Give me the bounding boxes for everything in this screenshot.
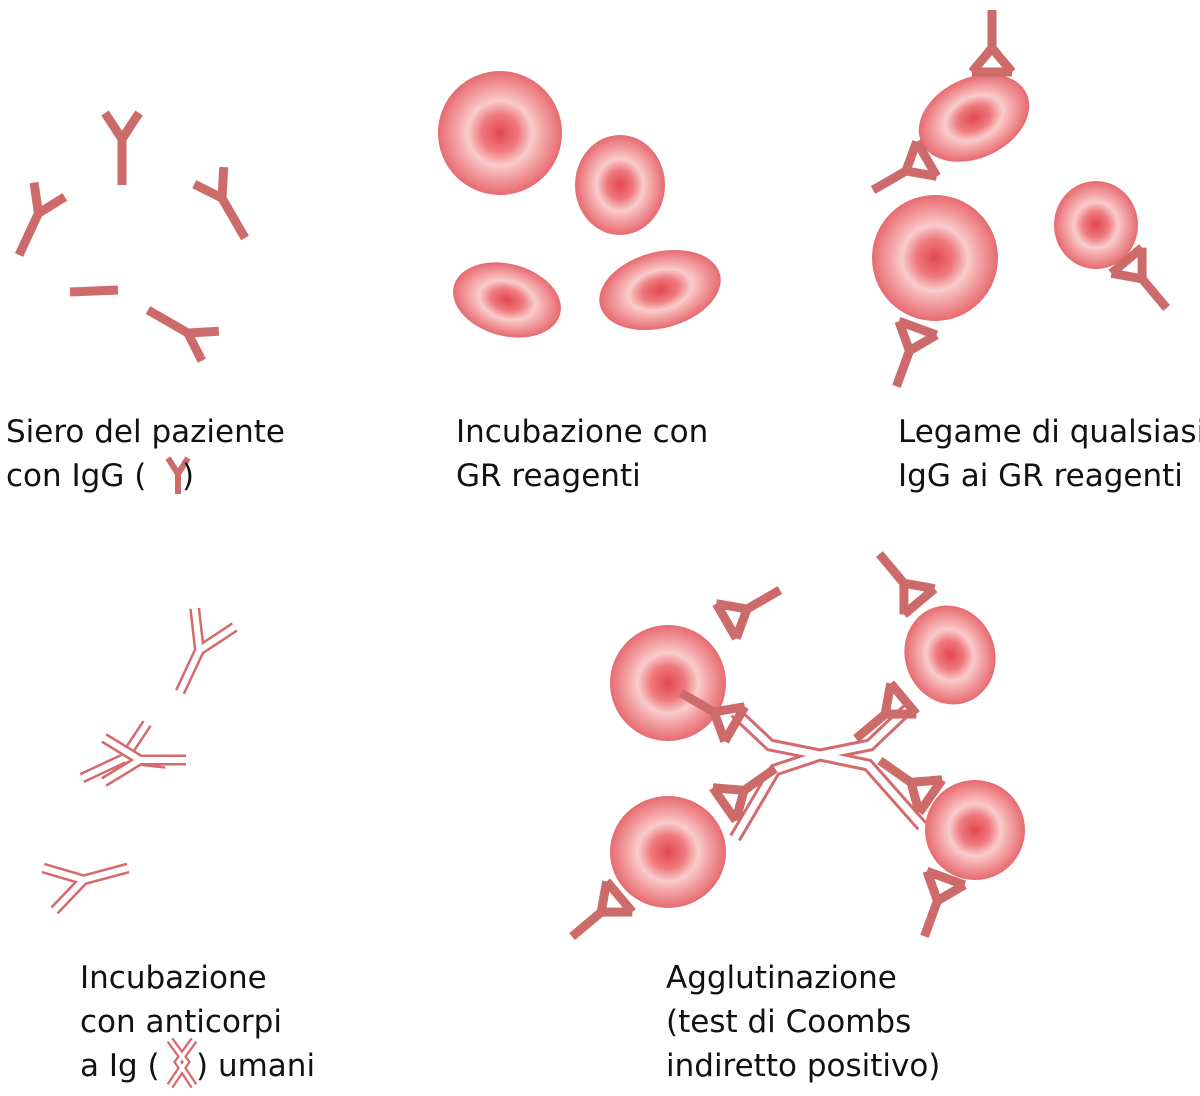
label-anti-ig-line1: Incubazione bbox=[80, 960, 267, 996]
label-binding: Legame di qualsiasi IgG ai GR reagenti bbox=[898, 414, 1200, 494]
label-agglutination-line1: Agglutinazione bbox=[666, 960, 897, 996]
label-agglutination: Agglutinazione (test di Coombs indiretto… bbox=[666, 960, 940, 1084]
red-blood-cell bbox=[872, 195, 998, 321]
label-incubation-rbc-line1: Incubazione con bbox=[456, 414, 708, 450]
label-binding-line1: Legame di qualsiasi bbox=[898, 414, 1200, 450]
label-incubation-rbc-line2: GR reagenti bbox=[456, 458, 641, 494]
bound-igg-icon bbox=[878, 321, 937, 393]
bound-igg-icon bbox=[1111, 248, 1181, 321]
red-blood-cell bbox=[575, 135, 665, 235]
anti-human-ig-group bbox=[43, 608, 234, 910]
label-anti-ig-line2: con anticorpi bbox=[80, 1004, 282, 1040]
label-agglutination-line3: indiretto positivo) bbox=[666, 1048, 940, 1084]
red-blood-cell bbox=[453, 262, 561, 338]
label-incubation-rbc: Incubazione con GR reagenti bbox=[456, 414, 708, 494]
label-anti-ig: Incubazione con anticorpi a Ig ( ) umani bbox=[80, 960, 315, 1089]
red-blood-cell bbox=[918, 74, 1030, 162]
agglutination-group bbox=[559, 541, 1025, 952]
red-blood-cell bbox=[904, 605, 996, 705]
red-blood-cell bbox=[438, 71, 562, 195]
red-blood-cell bbox=[610, 796, 726, 908]
red-blood-cell bbox=[1054, 181, 1138, 269]
label-agglutination-line2: (test di Coombs bbox=[666, 1004, 911, 1040]
anti-human-ig-antibody-icon bbox=[43, 847, 134, 911]
igg-antibody-icon bbox=[194, 167, 259, 246]
igg-antibody-icon bbox=[4, 183, 65, 263]
label-binding-line2: IgG ai GR reagenti bbox=[898, 458, 1183, 494]
bound-igg-icon bbox=[972, 10, 1012, 72]
igg-antibody-icon bbox=[105, 113, 139, 185]
bound-igg-icon bbox=[559, 881, 632, 951]
label-serum: Siero del paziente con IgG ( ) bbox=[6, 414, 285, 494]
anti-human-ig-antibody-icon bbox=[160, 608, 235, 701]
label-serum-line2-suffix: ) bbox=[182, 458, 194, 494]
red-blood-cell bbox=[925, 780, 1025, 880]
anti-human-ig-antibody-icon bbox=[166, 1037, 198, 1089]
label-anti-ig-line3-suffix: ) umani bbox=[196, 1048, 315, 1084]
red-blood-cell bbox=[610, 625, 726, 741]
label-serum-line1: Siero del paziente bbox=[6, 414, 285, 450]
bound-igg-icon bbox=[716, 573, 790, 639]
free-igg-group bbox=[4, 113, 260, 361]
igg-antibody-icon bbox=[140, 295, 219, 360]
reagent-rbc-group bbox=[438, 71, 721, 338]
anti-human-ig-bridge bbox=[729, 700, 927, 842]
red-blood-cell bbox=[599, 249, 721, 331]
sensitized-rbc-group bbox=[863, 10, 1182, 393]
bound-igg-icon bbox=[864, 541, 934, 614]
bound-igg-icon bbox=[906, 871, 965, 943]
label-anti-ig-line3-prefix: a Ig ( bbox=[80, 1048, 160, 1084]
label-serum-line2-prefix: con IgG ( bbox=[6, 458, 146, 494]
igg-antibody-icon bbox=[165, 456, 191, 494]
